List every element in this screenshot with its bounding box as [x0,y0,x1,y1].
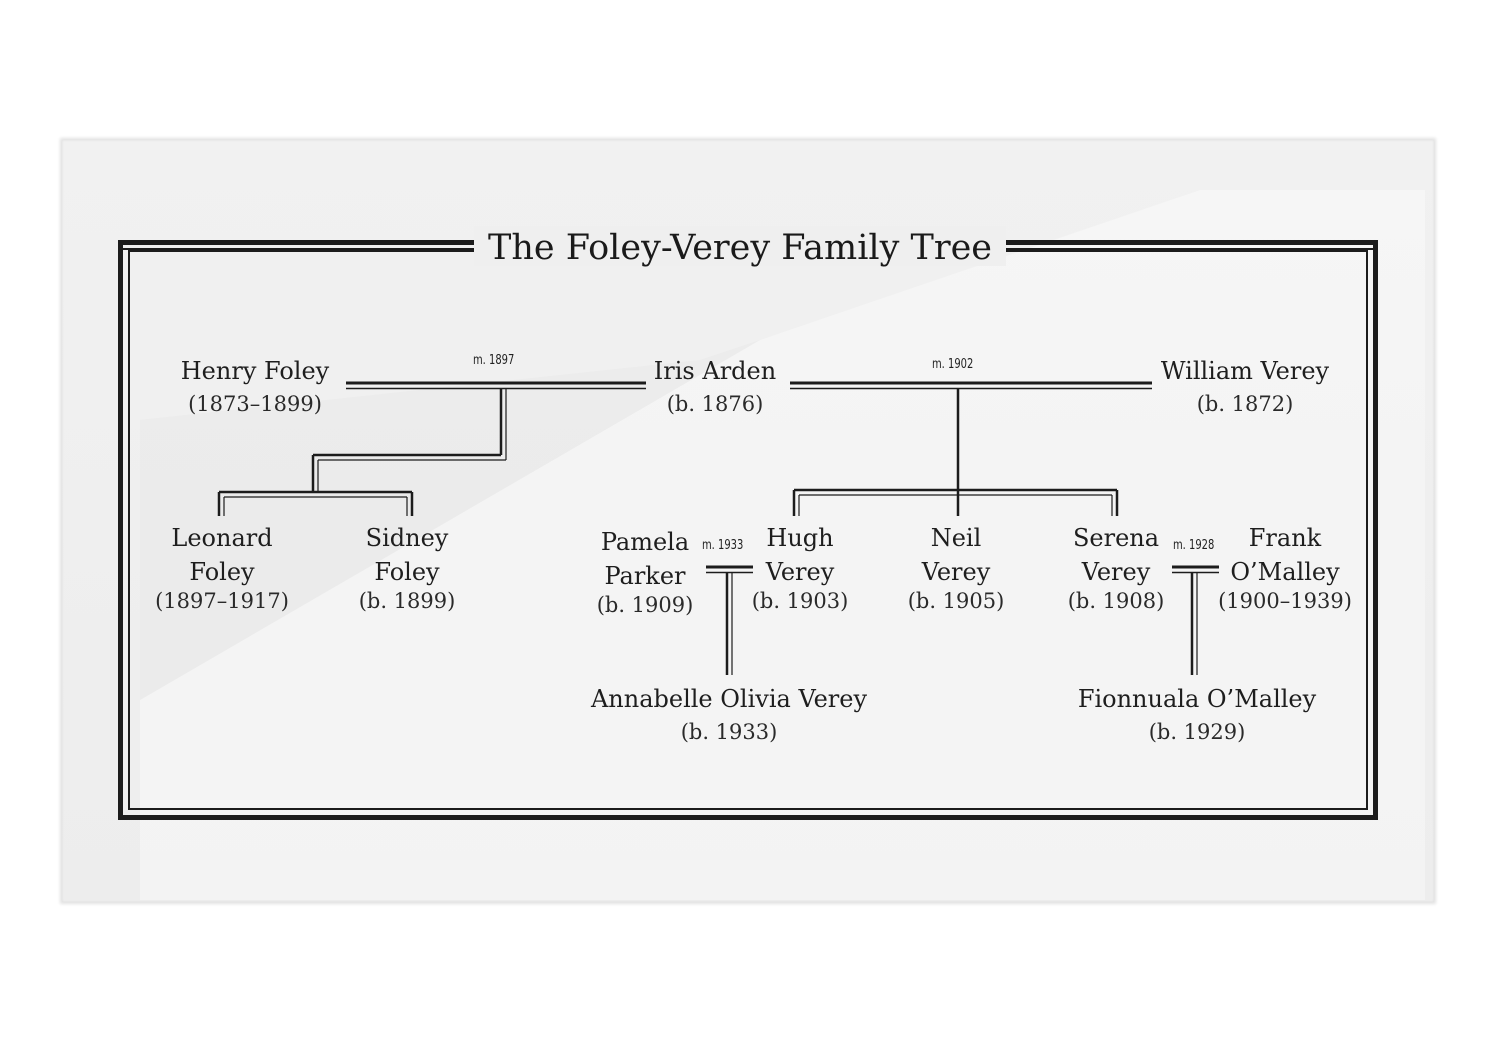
person-name-last: Parker [604,562,686,590]
title-gap [474,226,1006,266]
person-name-first: Frank [1248,524,1322,552]
page-title: The Foley-Verey Family Tree [488,228,992,268]
person-dates: (b. 1909) [596,593,694,617]
person-name: William Verey [1160,357,1330,385]
marriage-line-henry-iris [346,381,646,390]
person-dates: (b. 1908) [1067,589,1165,613]
person-hugh-verey: Hugh Verey (b. 1903) [735,521,865,617]
person-fionnuala-omalley: Fionnuala O’Malley (b. 1929) [1057,682,1337,748]
person-name: Fionnuala O’Malley [1077,685,1317,713]
person-dates: (b. 1872) [1196,392,1294,416]
person-sidney-foley: Sidney Foley (b. 1899) [332,521,482,617]
title-rule-right [1006,241,1378,250]
marriage-label-pamela-hugh: m. 1933 [702,538,744,553]
person-name: Iris Arden [653,357,777,385]
person-pamela-parker: Pamela Parker (b. 1909) [580,525,710,621]
person-name-first: Sidney [365,524,449,552]
person-frank-omalley: Frank O’Malley (1900–1939) [1213,521,1357,617]
person-dates: (1873–1899) [188,392,322,416]
marriage-label-serena-frank: m. 1928 [1173,538,1215,553]
person-dates: (b. 1899) [358,589,456,613]
person-neil-verey: Neil Verey (b. 1905) [891,521,1021,617]
person-name: Annabelle Olivia Verey [590,685,868,713]
person-name-first: Pamela [600,528,690,556]
person-serena-verey: Serena Verey (b. 1908) [1051,521,1181,617]
person-name: Henry Foley [180,357,330,385]
person-dates: (b. 1929) [1148,720,1246,744]
person-name-last: Foley [374,558,440,586]
person-name-last: Foley [189,558,255,586]
marriage-line-serena-frank [1172,565,1219,675]
person-name-last: Verey [1081,558,1151,586]
person-name-last: O’Malley [1230,558,1340,586]
person-dates: (b. 1903) [751,589,849,613]
marriage-label-henry-iris: m. 1897 [473,353,515,368]
person-name-first: Hugh [766,524,834,552]
marriage-label-iris-william: m. 1902 [932,357,974,372]
person-william-verey: William Verey (b. 1872) [1140,354,1350,420]
person-dates: (b. 1905) [907,589,1005,613]
descent-line-verey-children [792,389,1119,516]
title-rule-left [118,241,474,250]
person-henry-foley: Henry Foley (1873–1899) [155,354,355,420]
person-name-last: Verey [921,558,991,586]
person-iris-arden: Iris Arden (b. 1876) [615,354,815,420]
person-annabelle-olivia-verey: Annabelle Olivia Verey (b. 1933) [579,682,879,748]
marriage-line-pamela-hugh [706,565,753,675]
descent-line-foley-children [217,389,503,516]
person-name-first: Leonard [171,524,273,552]
person-name-first: Serena [1072,524,1160,552]
paper-background [62,140,1434,902]
person-dates: (1900–1939) [1218,589,1352,613]
person-dates: (1897–1917) [155,589,289,613]
person-dates: (b. 1876) [666,392,764,416]
marriage-line-iris-william [790,381,1152,390]
person-leonard-foley: Leonard Foley (1897–1917) [142,521,302,617]
person-dates: (b. 1933) [680,720,778,744]
person-name-first: Neil [930,524,982,552]
person-name-last: Verey [765,558,835,586]
